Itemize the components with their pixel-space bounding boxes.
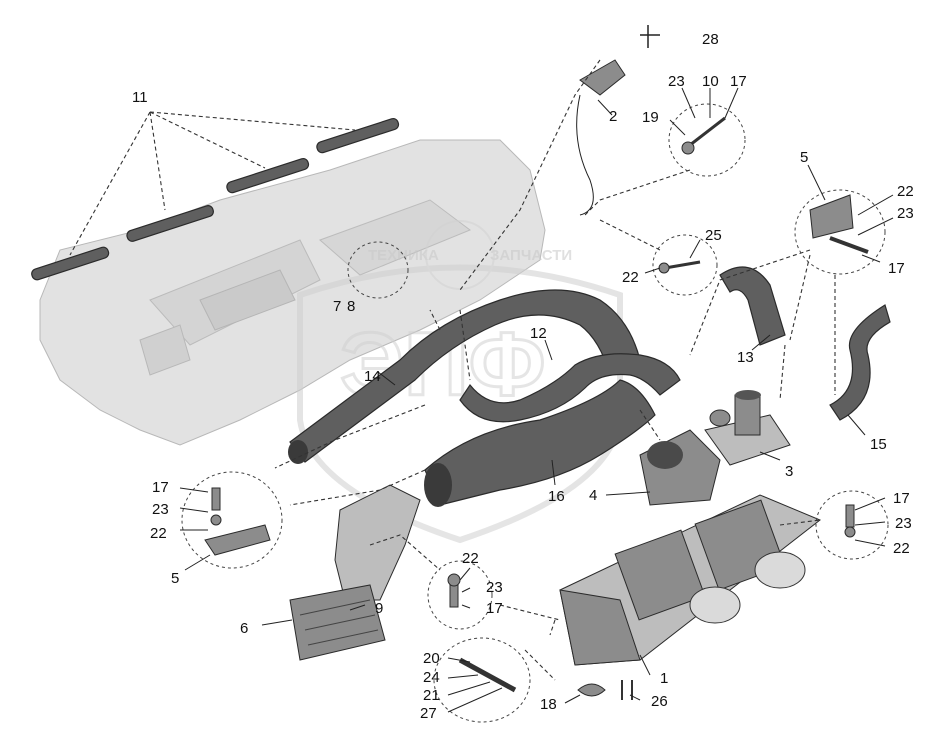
callout-15: 15 (870, 436, 887, 453)
callout-3: 3 (785, 463, 793, 480)
small-hardware (204, 116, 869, 700)
callout-23: 23 (897, 205, 914, 222)
callout-7: 7 (333, 298, 341, 315)
watermark-text-left: ТЕХНИКА (368, 247, 439, 264)
heater-unit-1 (559, 494, 821, 666)
callout-8: 8 (347, 298, 355, 315)
callout-23: 23 (895, 515, 912, 532)
callout-14: 14 (364, 368, 381, 385)
hose-13 (719, 266, 786, 346)
callout-17: 17 (152, 479, 169, 496)
callout-26: 26 (651, 693, 668, 710)
callout-1: 1 (660, 670, 668, 687)
callout-23: 23 (486, 579, 503, 596)
cable-bracket-2 (576, 25, 660, 216)
leader-lines (179, 87, 894, 713)
dashboard-panel (39, 139, 546, 446)
watermark-text-right: ЗАПЧАСТИ (490, 247, 572, 264)
callout-22: 22 (893, 540, 910, 557)
callout-13: 13 (737, 349, 754, 366)
callout-5: 5 (171, 570, 179, 587)
callout-2: 2 (609, 108, 617, 125)
callout-17: 17 (486, 600, 503, 617)
part-9-duct (289, 484, 421, 661)
callout-23: 23 (668, 73, 685, 90)
callout-22: 22 (462, 550, 479, 567)
callout-12: 12 (530, 325, 547, 342)
callout-17: 17 (888, 260, 905, 277)
hose-14-end (288, 440, 308, 464)
callout-28: 28 (702, 31, 719, 48)
callout-25: 25 (705, 227, 722, 244)
callout-22: 22 (622, 269, 639, 286)
hose-15 (829, 304, 891, 421)
duct-16 (424, 379, 656, 506)
callout-27: 27 (420, 705, 437, 722)
callout-19: 19 (642, 109, 659, 126)
detail-circles (181, 103, 889, 723)
callout-16: 16 (548, 488, 565, 505)
part-3-fitting (704, 390, 791, 466)
callout-20: 20 (423, 650, 440, 667)
callout-22: 22 (897, 183, 914, 200)
callout-11: 11 (132, 89, 148, 106)
duct-16-end (424, 463, 452, 507)
callout-18: 18 (540, 696, 557, 713)
assembly-lines (274, 59, 836, 681)
callout-21: 21 (423, 687, 440, 704)
part-4-block (639, 429, 721, 506)
callout-labels: 28 2 23 10 17 19 11 5 22 23 17 25 22 7 8… (132, 31, 914, 722)
callout-17: 17 (730, 73, 747, 90)
callout-23: 23 (152, 501, 169, 518)
tubes-11 (31, 117, 400, 281)
leaders-11 (69, 111, 356, 256)
callout-10: 10 (702, 73, 719, 90)
callout-9: 9 (375, 600, 383, 617)
callout-6: 6 (240, 620, 248, 637)
hose-12 (459, 353, 681, 423)
callout-4: 4 (589, 487, 597, 504)
callout-5: 5 (800, 149, 808, 166)
callout-17: 17 (893, 490, 910, 507)
callout-22: 22 (150, 525, 167, 542)
callout-24: 24 (423, 669, 440, 686)
